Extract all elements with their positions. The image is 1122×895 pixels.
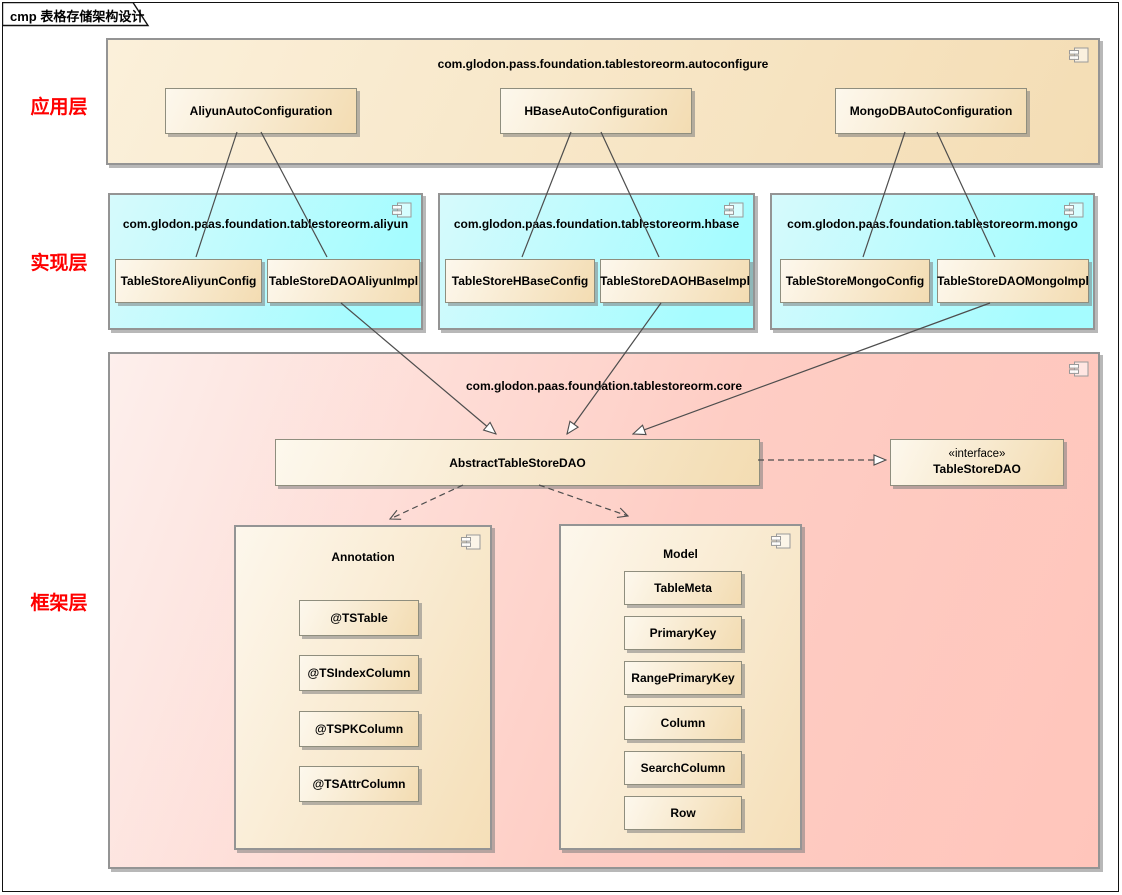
package-aliyun[interactable]: com.glodon.paas.foundation.tablestoreorm… [108,193,423,330]
package-mongo-title: com.glodon.paas.foundation.tablestoreorm… [787,217,1078,231]
component-ts-attr-column[interactable]: @TSAttrColumn [299,766,419,802]
component-icon [1069,361,1089,377]
component-icon [1069,47,1089,63]
package-autoconfigure-title: com.glodon.pass.foundation.tablestoreorm… [437,57,769,71]
layer-label-framework: 框架层 [30,593,88,614]
component-tablestore-dao-mongo-impl[interactable]: TableStoreDAOMongoImpl [937,259,1089,303]
package-model-title: Model [663,547,698,561]
component-mongodb-auto-configuration[interactable]: MongoDBAutoConfiguration [835,88,1027,134]
component-search-column[interactable]: SearchColumn [624,751,742,785]
package-hbase[interactable]: com.glodon.paas.foundation.tablestoreorm… [438,193,755,330]
component-icon [771,533,791,549]
component-tablestore-dao-interface[interactable]: «interface» TableStoreDAO [890,439,1064,486]
layer-label-implementation: 实现层 [30,253,88,274]
component-icon [461,534,481,550]
package-autoconfigure[interactable]: com.glodon.pass.foundation.tablestoreorm… [106,38,1100,165]
package-core[interactable]: com.glodon.paas.foundation.tablestoreorm… [108,352,1100,869]
component-tablestore-dao-hbase-impl[interactable]: TableStoreDAOHBaseImpl [600,259,750,303]
component-ts-table[interactable]: @TSTable [299,600,419,636]
package-annotation[interactable]: Annotation @TSTable @TSIndexColumn @TSPK… [234,525,492,850]
component-icon [1064,202,1084,218]
component-icon [724,202,744,218]
diagram-title: cmp 表格存储架构设计 [10,9,145,24]
package-core-title: com.glodon.paas.foundation.tablestoreorm… [465,379,743,393]
component-tablestore-dao-aliyun-impl[interactable]: TableStoreDAOAliyunImpl [267,259,420,303]
component-abstract-tablestore-dao[interactable]: AbstractTableStoreDAO [275,439,760,486]
component-hbase-auto-configuration[interactable]: HBaseAutoConfiguration [500,88,692,134]
component-table-meta[interactable]: TableMeta [624,571,742,605]
package-annotation-title: Annotation [331,550,395,564]
diagram-title-tab [2,2,150,27]
component-row[interactable]: Row [624,796,742,830]
component-icon [392,202,412,218]
package-mongo[interactable]: com.glodon.paas.foundation.tablestoreorm… [770,193,1095,330]
component-ts-index-column[interactable]: @TSIndexColumn [299,655,419,691]
component-tablestore-aliyun-config[interactable]: TableStoreAliyunConfig [115,259,262,303]
layer-label-application: 应用层 [30,97,88,118]
interface-stereotype: «interface» [948,448,1006,461]
component-primary-key[interactable]: PrimaryKey [624,616,742,650]
interface-name: TableStoreDAO [933,462,1021,477]
package-hbase-title: com.glodon.paas.foundation.tablestoreorm… [453,217,740,231]
component-column[interactable]: Column [624,706,742,740]
package-aliyun-title: com.glodon.paas.foundation.tablestoreorm… [122,217,409,231]
component-tablestore-mongo-config[interactable]: TableStoreMongoConfig [780,259,930,303]
component-range-primary-key[interactable]: RangePrimaryKey [624,661,742,695]
component-ts-pk-column[interactable]: @TSPKColumn [299,711,419,747]
component-aliyun-auto-configuration[interactable]: AliyunAutoConfiguration [165,88,357,134]
component-tablestore-hbase-config[interactable]: TableStoreHBaseConfig [445,259,595,303]
package-model[interactable]: Model TableMeta PrimaryKey RangePrimaryK… [559,524,802,850]
